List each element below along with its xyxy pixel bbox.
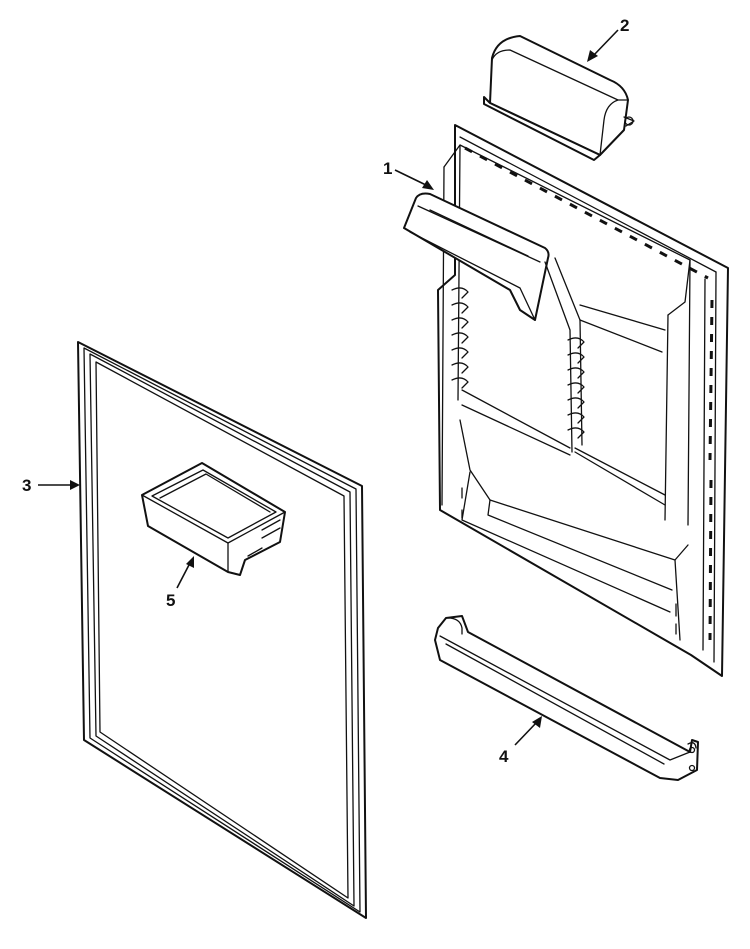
callout-arrow-3 [38,480,80,490]
callout-label-1: 1 [383,159,392,178]
part-5-small-bin [141,462,286,576]
part-3-door-gasket [77,341,367,919]
part-2-dairy-cover [483,35,635,161]
callout-label-2: 2 [620,16,629,35]
callout-arrow-5 [176,556,194,589]
part-1-door-liner [403,124,729,677]
callout-arrow-4 [514,716,542,746]
callout-arrow-1 [394,169,434,190]
callout-label-5: 5 [166,591,175,610]
part-4-door-shelf [434,615,699,781]
callout-arrow-2 [587,29,619,62]
callout-label-3: 3 [22,476,31,495]
callout-label-4: 4 [499,747,509,766]
